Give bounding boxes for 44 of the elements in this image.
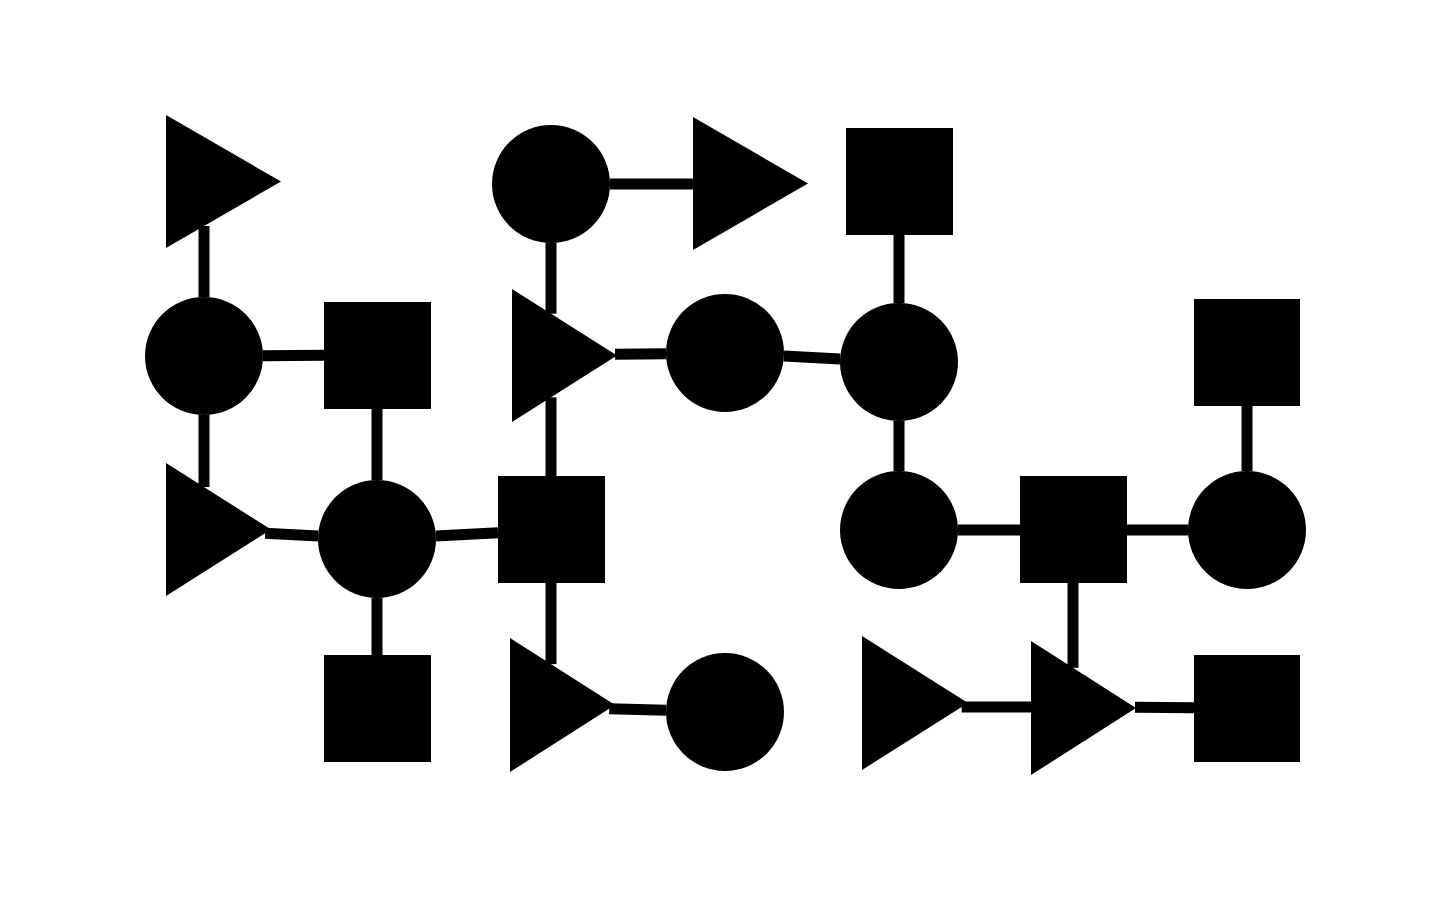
connector-line bbox=[1067, 583, 1079, 668]
square-shape bbox=[846, 128, 953, 235]
square-shape bbox=[1194, 299, 1300, 406]
connector-line bbox=[893, 421, 905, 471]
circle-shape bbox=[840, 303, 958, 421]
connector-line bbox=[198, 415, 210, 488]
connector-line bbox=[1241, 406, 1253, 471]
connector-line bbox=[615, 348, 667, 360]
square-shape bbox=[498, 476, 605, 583]
connector-line bbox=[371, 598, 383, 655]
circle-shape bbox=[666, 653, 784, 771]
connector-line bbox=[435, 527, 499, 542]
connector-line bbox=[264, 527, 319, 542]
connector-line bbox=[198, 226, 210, 297]
triangle-shape bbox=[693, 117, 808, 250]
connector-line bbox=[1127, 524, 1188, 536]
connector-line bbox=[893, 235, 905, 303]
circle-shape bbox=[1188, 471, 1306, 589]
triangle-shape bbox=[510, 638, 615, 772]
square-shape bbox=[1020, 476, 1127, 583]
connector-line bbox=[545, 243, 557, 314]
square-shape bbox=[324, 655, 431, 762]
circle-shape bbox=[318, 480, 436, 598]
connector-line bbox=[371, 409, 383, 480]
square-shape bbox=[1194, 655, 1300, 762]
circle-shape bbox=[840, 471, 958, 589]
triangle-shape bbox=[166, 463, 271, 596]
connector-line bbox=[961, 701, 1031, 713]
connector-line bbox=[958, 524, 1020, 536]
triangle-shape bbox=[512, 289, 617, 422]
connector-line bbox=[610, 178, 693, 190]
connector-line bbox=[545, 397, 557, 476]
connector-line bbox=[262, 349, 324, 362]
connector-line bbox=[545, 583, 557, 665]
square-shape bbox=[324, 302, 431, 409]
connector-line bbox=[1134, 701, 1195, 714]
circle-shape bbox=[492, 125, 610, 243]
connector-line bbox=[609, 703, 667, 716]
triangle-shape bbox=[1031, 641, 1136, 775]
circle-shape bbox=[666, 294, 784, 412]
triangle-shape bbox=[166, 115, 281, 248]
triangle-shape bbox=[862, 636, 968, 770]
connector-line bbox=[783, 350, 841, 365]
circle-shape bbox=[145, 297, 263, 415]
